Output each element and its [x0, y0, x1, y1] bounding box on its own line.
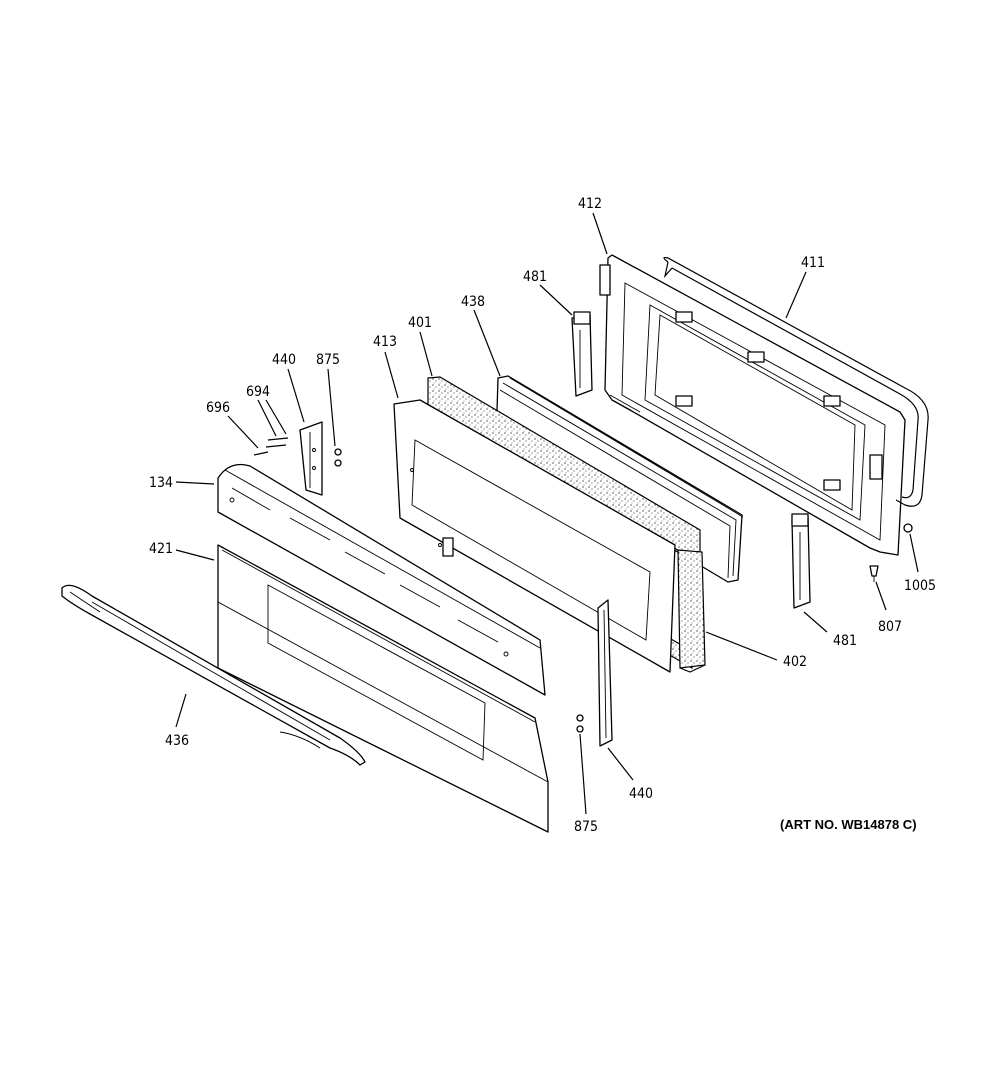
callout-807: 807 [878, 619, 902, 635]
door-gasket-part-411 [663, 256, 929, 507]
callout-481-bottom: 481 [833, 633, 857, 649]
screw-part-875-right [576, 714, 584, 733]
side-trim-part-440-right [597, 599, 613, 747]
callout-875-left: 875 [316, 352, 340, 368]
callout-421: 421 [149, 541, 173, 557]
callout-440-left: 440 [272, 352, 296, 368]
callout-401: 401 [408, 315, 432, 331]
callout-134: 134 [149, 475, 173, 491]
callout-402: 402 [783, 654, 807, 670]
leader-lines [175, 212, 919, 815]
callout-694: 694 [246, 384, 270, 400]
door-handle-part-436 [61, 584, 366, 766]
vent-trim-part-134 [217, 463, 546, 696]
callout-1005: 1005 [904, 578, 936, 594]
callout-440-right: 440 [629, 786, 653, 802]
callout-696: 696 [206, 400, 230, 416]
hinge-bracket-part-481-top [571, 311, 593, 397]
callout-481-top: 481 [523, 269, 547, 285]
callout-411: 411 [801, 255, 825, 271]
callout-875-right: 875 [574, 819, 598, 835]
art-number: (ART NO. WB14878 C) [780, 817, 917, 832]
inner-door-frame-part-412 [599, 254, 906, 556]
screw-part-875-left [334, 448, 342, 467]
callout-436: 436 [165, 733, 189, 749]
callout-labels: 412 411 481 438 401 413 440 875 694 696 … [149, 196, 936, 835]
hinge-bracket-part-481-bottom [791, 513, 811, 609]
door-insulation-part-402 [677, 549, 706, 673]
bumper-part-1005 [903, 523, 913, 533]
screw-part-807 [869, 565, 879, 582]
callout-438: 438 [461, 294, 485, 310]
pin-part-696 [253, 451, 269, 456]
pin-part-694 [265, 437, 289, 448]
outer-door-panel-part-421 [217, 544, 549, 833]
side-trim-part-440-left [299, 421, 323, 496]
callout-412: 412 [578, 196, 602, 212]
callout-413: 413 [373, 334, 397, 350]
